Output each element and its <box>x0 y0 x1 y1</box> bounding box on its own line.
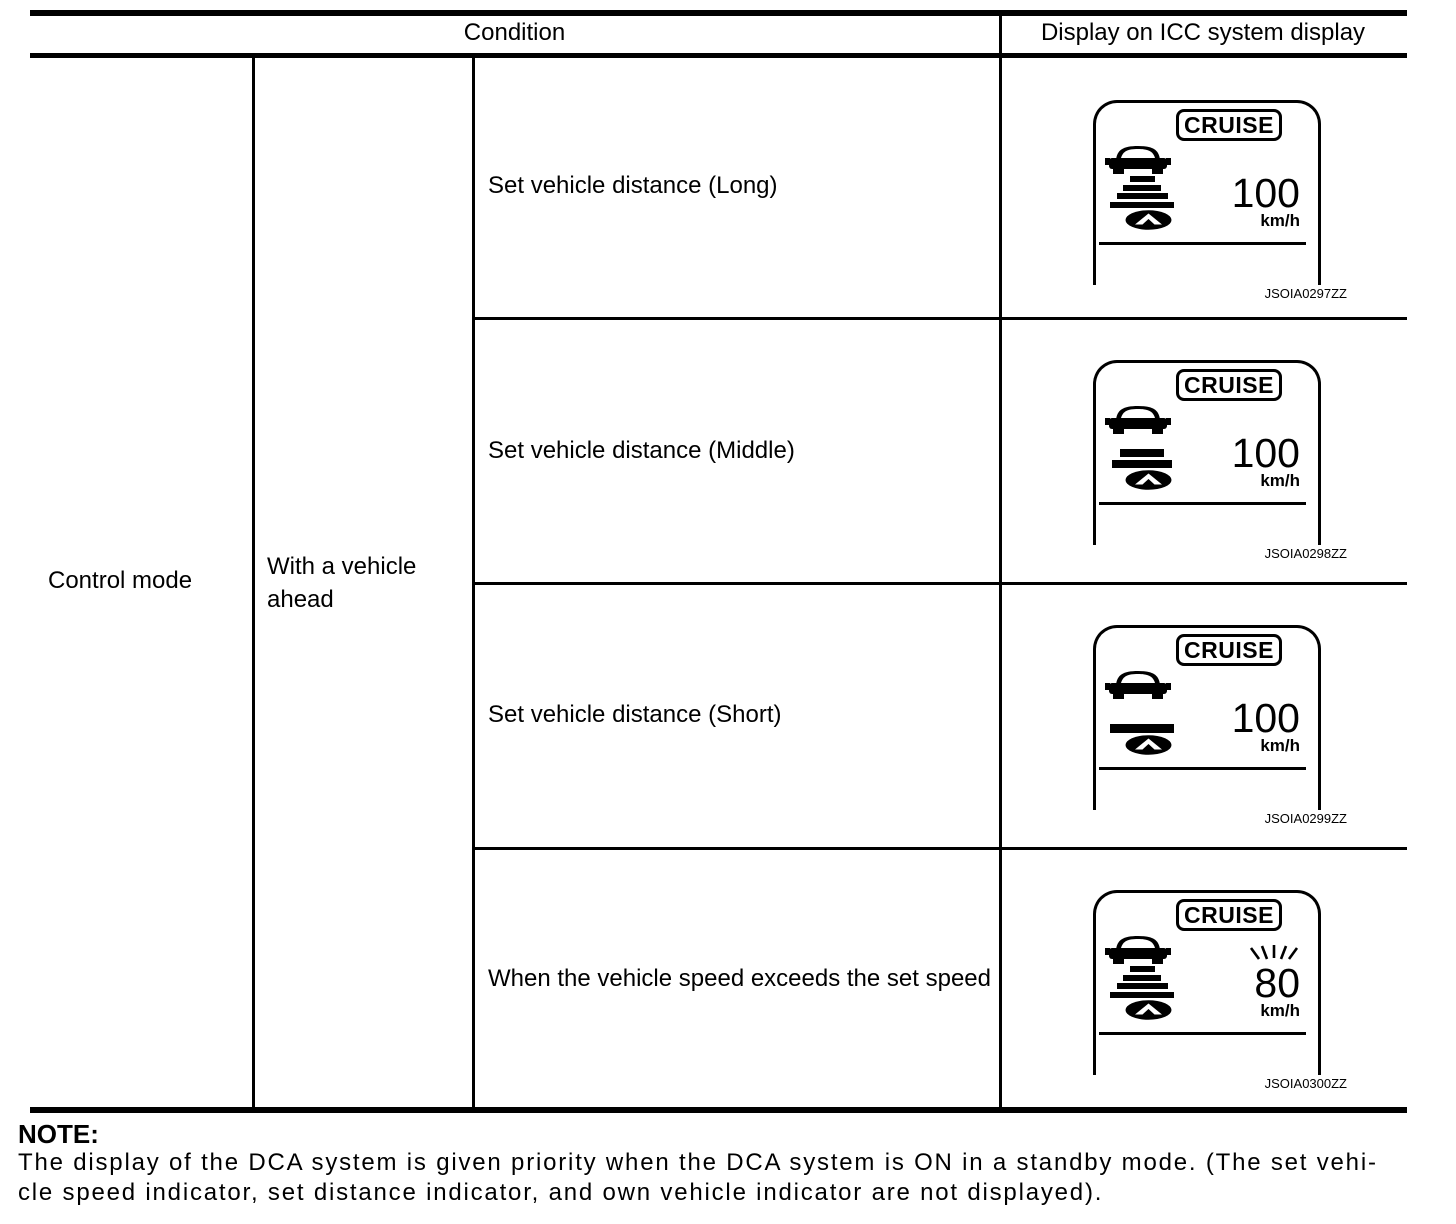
display-baseline-rule <box>1099 242 1306 245</box>
note-label: NOTE: <box>18 1119 99 1149</box>
note-line-1: The display of the DCA system is given p… <box>18 1149 1378 1176</box>
own-vehicle-chevron-icon <box>1125 1000 1172 1020</box>
speed-unit: km/h <box>1260 211 1300 230</box>
set-speed-value: 100 <box>1231 170 1300 216</box>
figure-code: JSOIA0297ZZ <box>1264 286 1347 301</box>
column-divider-display <box>999 12 1002 1107</box>
row-divider-1 <box>472 317 1407 320</box>
header-display: Display on ICC system display <box>1040 19 1366 46</box>
figure-code: JSOIA0299ZZ <box>1264 811 1347 826</box>
icc-display-cell: CRUISE 100 km/h <box>999 58 1407 317</box>
figure-code: JSOIA0298ZZ <box>1264 546 1347 561</box>
table-top-rule <box>30 10 1407 16</box>
cruise-badge: CRUISE <box>1176 369 1282 401</box>
set-speed-value: 100 <box>1231 430 1300 476</box>
cell-condition-middle: Set vehicle distance (Middle) <box>488 437 795 464</box>
icc-display-cell: CRUISE 80 km/h <box>999 848 1407 1107</box>
own-vehicle-chevron-icon <box>1125 210 1172 230</box>
cell-condition-short: Set vehicle distance (Short) <box>488 701 782 728</box>
cruise-badge: CRUISE <box>1176 634 1282 666</box>
row-divider-2 <box>472 582 1407 585</box>
row-divider-3 <box>472 847 1407 850</box>
cell-condition-exceed: When the vehicle speed exceeds the set s… <box>488 965 991 992</box>
speed-unit: km/h <box>1260 471 1300 490</box>
set-distance-bars-icon <box>1096 363 1312 539</box>
cell-condition-long: Set vehicle distance (Long) <box>488 172 778 199</box>
display-baseline-rule <box>1099 502 1306 505</box>
speed-unit: km/h <box>1260 736 1300 755</box>
display-baseline-rule <box>1099 767 1306 770</box>
set-distance-bars-icon <box>1096 893 1312 1069</box>
lead-vehicle-icon <box>1105 406 1171 434</box>
note-line-2: cle speed indicator, set distance indica… <box>18 1179 1104 1206</box>
column-divider-1 <box>252 58 255 1107</box>
lead-vehicle-icon <box>1105 936 1171 964</box>
cruise-badge: CRUISE <box>1176 109 1282 141</box>
table-header-rule <box>30 53 1407 58</box>
icc-display-bezel: CRUISE 100 km/h <box>1093 360 1321 545</box>
icc-display-bezel: CRUISE 80 km/h <box>1093 890 1321 1075</box>
set-distance-bars-icon <box>1096 628 1312 804</box>
lead-vehicle-icon <box>1105 146 1171 174</box>
header-condition: Condition <box>463 19 566 46</box>
cell-with-vehicle-ahead: With a vehicle ahead <box>267 553 417 613</box>
own-vehicle-chevron-icon <box>1125 735 1172 755</box>
cell-control-mode: Control mode <box>48 567 193 594</box>
speed-unit: km/h <box>1260 1001 1300 1020</box>
icc-display-bezel: CRUISE 100 km/h <box>1093 100 1321 285</box>
icc-display-cell: CRUISE 100 km/h <box>999 318 1407 582</box>
icc-display-cell: CRUISE 100 km/h <box>999 583 1407 847</box>
set-speed-value: 80 <box>1254 960 1300 1006</box>
icc-display-bezel: CRUISE 100 km/h <box>1093 625 1321 810</box>
figure-code: JSOIA0300ZZ <box>1264 1076 1347 1091</box>
set-distance-bars-icon <box>1096 103 1312 279</box>
display-baseline-rule <box>1099 1032 1306 1035</box>
blinking-rays-icon <box>1249 945 1299 960</box>
own-vehicle-chevron-icon <box>1125 470 1172 490</box>
set-speed-value: 100 <box>1231 695 1300 741</box>
cruise-badge: CRUISE <box>1176 899 1282 931</box>
table-bottom-rule <box>30 1107 1407 1113</box>
lead-vehicle-icon <box>1105 671 1171 699</box>
